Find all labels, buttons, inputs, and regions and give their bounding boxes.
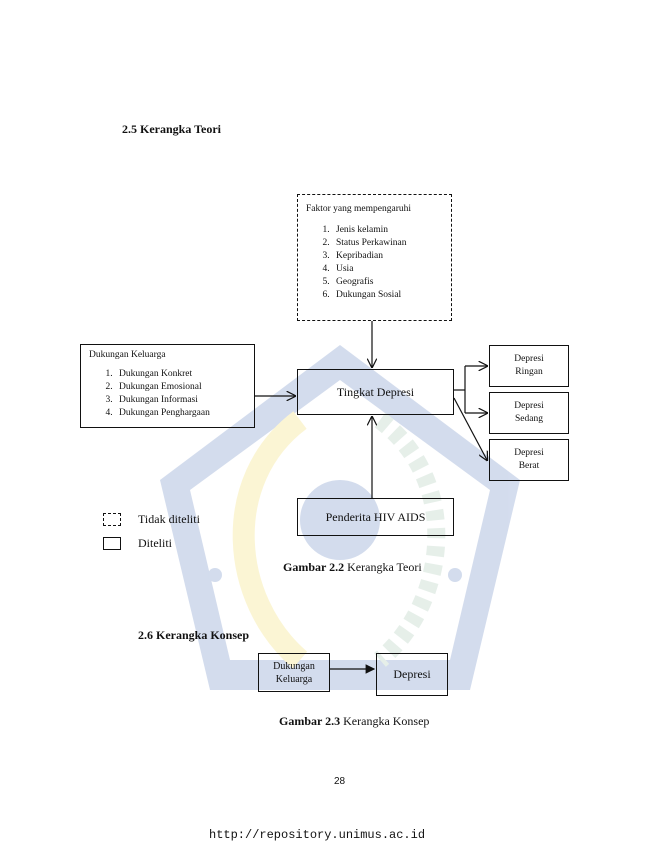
- factor-item: Kepribadian: [332, 250, 443, 263]
- caption-2-2-number: Gambar 2.2: [283, 560, 345, 574]
- footer-url: http://repository.unimus.ac.id: [209, 828, 426, 842]
- caption-2-3-text: Kerangka Konsep: [340, 714, 430, 728]
- depresi-ringan-label: Depresi Ringan: [514, 354, 544, 377]
- caption-2-2-text: Kerangka Teori: [344, 560, 422, 574]
- arrow-to-berat: [453, 397, 487, 460]
- depresi-berat-box: Depresi Berat: [489, 439, 569, 481]
- penderita-hiv-aids-label: Penderita HIV AIDS: [325, 509, 426, 524]
- tingkat-depresi-label: Tingkat Depresi: [336, 384, 415, 399]
- concept-dukungan-keluarga-box: Dukungan Keluarga: [258, 653, 330, 692]
- legend-solid-label: Diteliti: [138, 536, 172, 550]
- factor-item: Jenis kelamin: [332, 224, 443, 237]
- legend-solid-swatch: [103, 537, 121, 550]
- page-number: 28: [334, 776, 346, 787]
- factors-title: Faktor yang mempengaruhi: [306, 204, 412, 214]
- figure-caption-2-2: Gambar 2.2 Kerangka Teori: [283, 560, 422, 575]
- concept-depresi-box: Depresi: [376, 653, 448, 696]
- family-support-title: Dukungan Keluarga: [89, 350, 166, 360]
- section-heading-kerangka-teori: 2.5 Kerangka Teori: [122, 122, 222, 136]
- section-heading-kerangka-konsep: 2.6 Kerangka Konsep: [138, 628, 250, 642]
- concept-dukungan-keluarga-label: Dukungan Keluarga: [273, 660, 315, 685]
- depresi-berat-label: Depresi Berat: [514, 448, 544, 471]
- depresi-sedang-label: Depresi Sedang: [514, 401, 544, 424]
- factor-item: Geografis: [332, 276, 443, 289]
- family-support-item: Dukungan Penghargaan: [115, 407, 246, 420]
- tingkat-depresi-box: Tingkat Depresi: [297, 369, 454, 415]
- figure-caption-2-3: Gambar 2.3 Kerangka Konsep: [279, 714, 429, 729]
- family-support-item: Dukungan Konkret: [115, 368, 246, 381]
- family-support-item: Dukungan Informasi: [115, 394, 246, 407]
- family-support-box: Dukungan Keluarga Dukungan Konkret Dukun…: [80, 344, 255, 428]
- penderita-hiv-aids-box: Penderita HIV AIDS: [297, 498, 454, 536]
- caption-2-3-number: Gambar 2.3: [279, 714, 341, 728]
- factor-item: Status Perkawinan: [332, 237, 443, 250]
- family-support-item: Dukungan Emosional: [115, 381, 246, 394]
- depresi-ringan-box: Depresi Ringan: [489, 345, 569, 387]
- legend-dashed-label: Tidak diteliti: [138, 512, 200, 526]
- factor-item: Dukungan Sosial: [332, 289, 443, 302]
- concept-depresi-label: Depresi: [393, 667, 431, 681]
- legend-dashed-swatch: [103, 513, 121, 526]
- depresi-sedang-box: Depresi Sedang: [489, 392, 569, 434]
- factor-item: Usia: [332, 263, 443, 276]
- factors-box: Faktor yang mempengaruhi Jenis kelamin S…: [297, 194, 452, 321]
